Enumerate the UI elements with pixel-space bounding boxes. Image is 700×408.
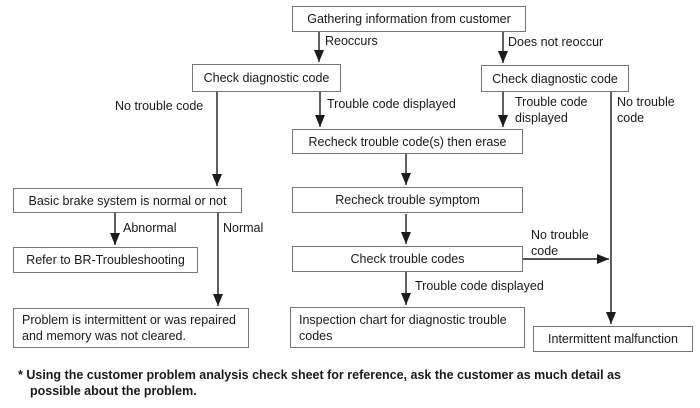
edge-label-does-not-reoccur: Does not reoccur: [508, 35, 604, 49]
edge-label-reoccurs: Reoccurs: [325, 34, 378, 48]
edge-label-abnormal: Abnormal: [123, 221, 177, 235]
node-recheck-erase: Recheck trouble code(s) then erase: [292, 129, 523, 154]
edge-label-trouble-displayed-bottom: Trouble code displayed: [415, 279, 544, 293]
edge-label-no-trouble-code-right: No trouble code: [617, 95, 675, 125]
edge-label-normal: Normal: [223, 221, 264, 235]
node-recheck-symptom: Recheck trouble symptom: [292, 187, 523, 213]
footnote: * Using the customer problem analysis ch…: [18, 367, 621, 399]
edge-label-trouble-displayed-mid: Trouble code displayed: [327, 97, 456, 111]
node-gathering-information: Gathering information from customer: [292, 6, 526, 32]
edge-label-no-trouble-code-mid: No trouble code: [531, 228, 589, 258]
node-check-diagnostic-code-right: Check diagnostic code: [481, 65, 629, 92]
edge-label-trouble-displayed-right: Trouble code displayed: [515, 95, 588, 125]
node-inspection-chart: Inspection chart for diagnostic trouble …: [290, 307, 525, 348]
edge-label-no-trouble-code-left: No trouble code: [115, 99, 204, 113]
node-check-diagnostic-code-left: Check diagnostic code: [192, 64, 341, 92]
node-basic-brake-system: Basic brake system is normal or not: [13, 188, 242, 213]
footnote-line-1: * Using the customer problem analysis ch…: [18, 368, 622, 382]
footnote-line-2: possible about the problem.: [30, 384, 197, 398]
node-check-trouble-codes: Check trouble codes: [292, 246, 523, 272]
node-intermittent-malfunction: Intermittent malfunction: [533, 326, 693, 352]
node-refer-br-troubleshooting: Refer to BR-Troubleshooting: [13, 247, 198, 273]
node-problem-intermittent: Problem is intermittent or was repaired …: [13, 308, 249, 348]
